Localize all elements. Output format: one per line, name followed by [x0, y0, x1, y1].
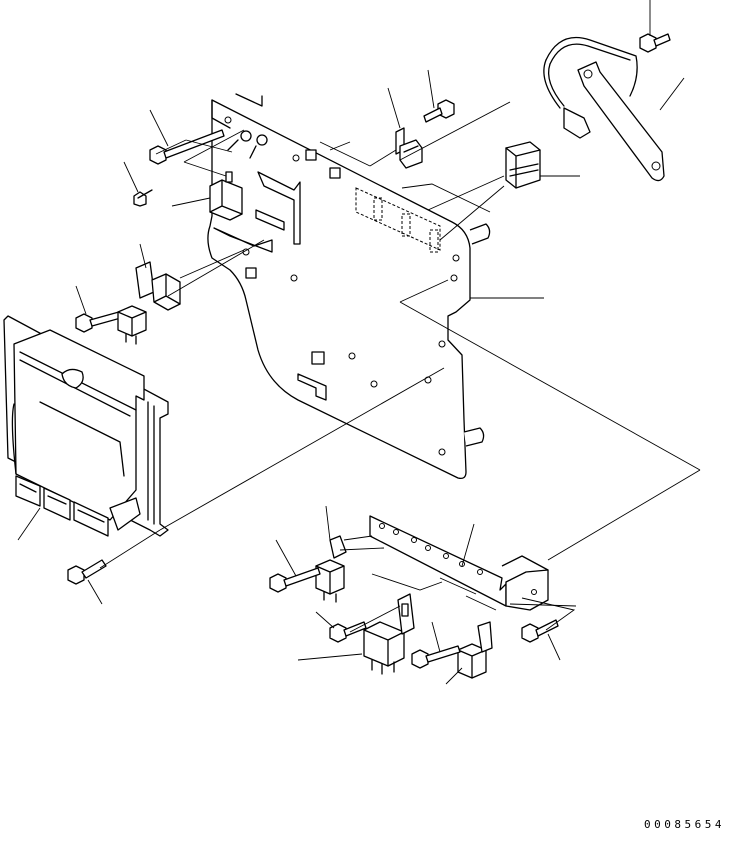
relay-upper-left — [209, 171, 243, 221]
relay-plate-top — [395, 127, 423, 169]
bolt-lower-2 — [329, 621, 367, 643]
terminal-lower — [397, 593, 415, 635]
relay-lower-right — [457, 621, 493, 679]
bolt-controller — [67, 559, 107, 585]
bolt-top-left — [149, 129, 225, 165]
relay-flag-left — [135, 261, 181, 311]
upper-left-bracket — [213, 171, 301, 253]
pins-top — [227, 130, 268, 159]
bolt-lower-3 — [411, 645, 461, 669]
relay-lower-left — [315, 535, 347, 603]
bolt-lower-1 — [269, 567, 321, 593]
bolt-center-top — [423, 99, 455, 123]
main-mounting-plate — [207, 93, 491, 480]
drawing-number: 00085654 — [644, 818, 725, 831]
relay-lower-center — [363, 621, 405, 675]
connector-right — [505, 141, 541, 189]
bolt-lower-4 — [521, 619, 559, 643]
bolt-top-right — [639, 33, 671, 53]
relay-left-small — [117, 305, 147, 345]
controller-unit — [3, 315, 169, 537]
leader-lines — [17, 0, 701, 685]
lower-bracket — [369, 515, 549, 611]
small-screw — [133, 189, 153, 207]
wire-harness-bracket — [543, 36, 665, 182]
